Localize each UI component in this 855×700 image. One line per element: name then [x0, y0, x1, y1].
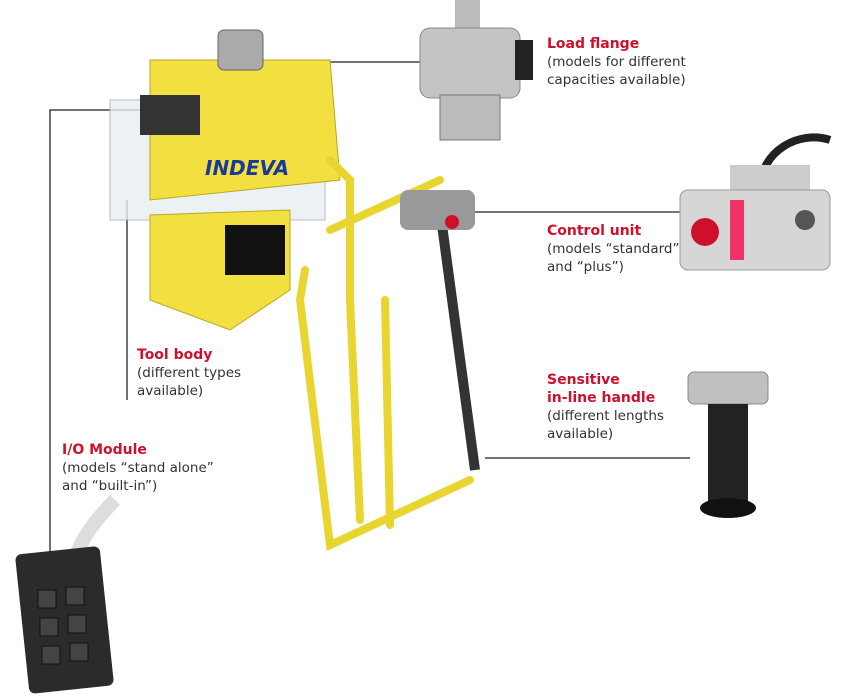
control-unit-mounted	[400, 190, 475, 230]
tool-body-desc-1: (different types	[137, 365, 242, 381]
handle-title-1: Sensitive	[547, 372, 620, 388]
callout-io-module: I/O Module (models “stand alone” and “bu…	[62, 441, 214, 495]
callout-tool-body: Tool body (different types available)	[137, 346, 241, 400]
tool-body-desc-2: available)	[137, 383, 204, 399]
load-flange-image	[419, 0, 533, 141]
handle-desc-2: available)	[547, 426, 614, 442]
load-flange-desc-1: (models for different	[547, 54, 686, 70]
indeva-logo: INDEVA	[205, 156, 289, 180]
sensitive-handle-bar	[435, 209, 480, 471]
callout-control-unit: Control unit (models “standard” and “plu…	[547, 222, 680, 276]
control-unit-desc-1: (models “standard”	[547, 241, 680, 257]
handle-desc-1: (different lengths	[547, 408, 664, 424]
control-unit-desc-2: and “plus”)	[547, 259, 624, 275]
control-unit-image	[679, 133, 832, 271]
callout-handle: Sensitive in-line handle (different leng…	[547, 371, 664, 443]
load-flange-title: Load flange	[547, 36, 640, 52]
handle-frame	[295, 156, 474, 551]
io-module-image	[15, 495, 120, 694]
handle-title-2: in-line handle	[547, 390, 656, 406]
io-module-title: I/O Module	[62, 442, 147, 458]
control-unit-title: Control unit	[547, 223, 642, 239]
tool-body-illustration: INDEVA	[109, 29, 341, 331]
tool-body-title: Tool body	[137, 347, 213, 363]
io-module-desc-2: and “built-in”)	[62, 478, 158, 494]
handle-image	[687, 371, 769, 518]
callout-load-flange: Load flange (models for different capaci…	[547, 35, 686, 89]
io-module-desc-1: (models “stand alone”	[62, 460, 214, 476]
load-flange-desc-2: capacities available)	[547, 72, 686, 88]
